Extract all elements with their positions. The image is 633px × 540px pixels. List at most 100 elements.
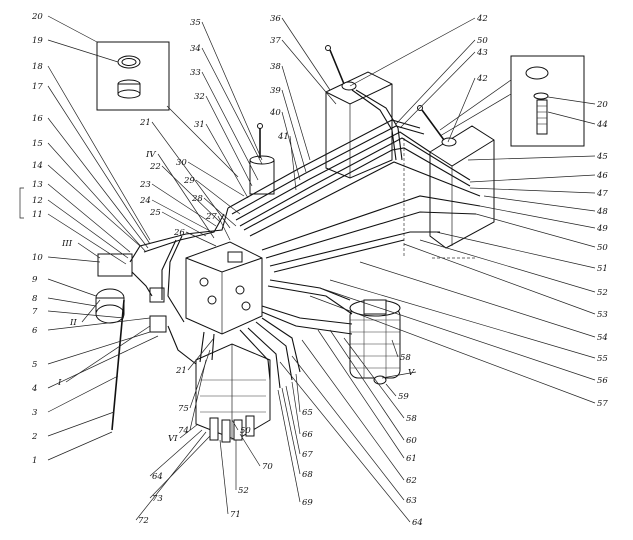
right-label-57: 57 [597, 399, 608, 409]
leader-right-44 [547, 111, 596, 125]
leader-left-14 [47, 164, 141, 247]
bottom-label-60: 60 [406, 436, 417, 446]
bottom-label-66: 66 [302, 430, 313, 440]
leader-mid-23 [151, 183, 217, 227]
leader-top-36 [281, 17, 331, 91]
roman-label-II: II [69, 318, 77, 328]
left-label-7: 7 [32, 307, 38, 317]
top-label-38: 38 [270, 62, 281, 72]
leader-left-17 [47, 85, 151, 245]
right-label-47: 47 [596, 189, 608, 199]
leader-left-9 [47, 278, 97, 297]
mid-label-21: 21 [139, 118, 151, 128]
leader-left-6 [47, 317, 151, 331]
leader-mid-27 [217, 215, 231, 241]
leader-top-39 [281, 89, 307, 173]
top-label-33: 33 [190, 68, 201, 78]
right-label-53: 53 [597, 310, 608, 320]
bottom-label-63: 63 [406, 496, 417, 506]
top-label-35: 35 [190, 18, 201, 28]
leader-left-13 [47, 183, 131, 253]
bottom-label-58: 58 [406, 414, 417, 424]
bottom-label-72: 72 [138, 516, 149, 526]
right-label-20: 20 [596, 100, 608, 110]
leader-bottom-58 [391, 339, 399, 358]
leader-left-20 [47, 15, 98, 43]
inset-box-left [96, 41, 239, 178]
mid-label-29: 29 [183, 176, 195, 186]
leader-top-31 [205, 123, 249, 199]
leader-right-46 [469, 174, 596, 183]
leader-bottom-69 [277, 389, 301, 503]
leader-mid-25 [161, 211, 207, 237]
top-fitting [249, 123, 275, 195]
leader-bottom-60 [329, 329, 405, 441]
leader-bottom-67 [285, 385, 301, 455]
mid-label-28: 28 [191, 194, 203, 204]
left-label-17: 17 [32, 82, 43, 92]
leader-right-20 [547, 96, 596, 105]
top-label-34: 34 [190, 44, 201, 54]
leader-mid-26 [185, 231, 217, 247]
mid-label-24: 24 [139, 196, 151, 206]
roman-label-I: I [57, 378, 62, 388]
leader-roman-IV [157, 153, 215, 239]
leader-right-49 [479, 205, 596, 229]
leader-right-56 [319, 287, 596, 381]
leader-bottom-70 [239, 433, 261, 467]
top-label-32: 32 [194, 92, 205, 102]
mid-label-25: 25 [149, 208, 161, 218]
leader-top-34 [201, 47, 263, 165]
mid-label-27: 27 [205, 212, 217, 222]
right-label-54: 54 [597, 333, 608, 343]
leader-bottom-61 [317, 329, 405, 459]
leader-bottom-68 [281, 387, 301, 475]
leader-roman-III [77, 242, 101, 259]
roman-label-IV: IV [145, 150, 156, 160]
leader-top-37 [281, 39, 337, 105]
leader-bottom-66 [291, 381, 301, 435]
right-label-50: 50 [597, 243, 608, 253]
leader-left-15 [47, 142, 147, 253]
roman-label-VI: VI [168, 434, 178, 444]
inset-box-right [439, 55, 585, 147]
bottom-label-64: 64 [412, 518, 423, 528]
bottom-label-61: 61 [406, 454, 417, 464]
leader-bottom-64 [279, 361, 411, 523]
valve-stack [195, 343, 271, 443]
left-label-1: 1 [32, 456, 37, 466]
left-label-12: 12 [32, 196, 43, 206]
bottom-label-64: 64 [152, 472, 163, 482]
left-actuator [95, 253, 133, 431]
leader-mid-29 [195, 179, 241, 215]
bottom-label-67: 67 [302, 450, 313, 460]
leader-left-18 [47, 65, 151, 241]
leader-right-50 [475, 213, 596, 248]
left-label-16: 16 [32, 114, 43, 124]
mid-label-22: 22 [149, 162, 161, 172]
mid-label-30: 30 [176, 158, 187, 168]
leader-top-32 [205, 95, 253, 187]
right-label-42: 42 [476, 74, 488, 84]
bottom-label-59: 59 [398, 392, 409, 402]
leader-right-43 [399, 51, 476, 129]
leader-right-42 [349, 17, 476, 87]
leader-mid-21 [187, 337, 215, 371]
roman-label-III: III [61, 239, 73, 249]
leader-left-12 [47, 199, 129, 259]
left-label-10: 10 [32, 253, 43, 263]
leader-left-7 [47, 310, 125, 319]
mid-label-26: 26 [173, 228, 185, 238]
right-label-44: 44 [596, 120, 608, 130]
hydraulic-tank-2 [403, 105, 495, 259]
top-label-40: 40 [269, 108, 281, 118]
mid-label-23: 23 [139, 180, 151, 190]
leader-right-48 [483, 195, 596, 212]
leader-left-2 [47, 411, 115, 437]
leader-bottom-71 [219, 439, 229, 515]
bottom-label-70: 70 [262, 462, 273, 472]
right-label-56: 56 [597, 376, 608, 386]
pipe-network [129, 89, 481, 389]
top-label-41: 41 [277, 132, 289, 142]
